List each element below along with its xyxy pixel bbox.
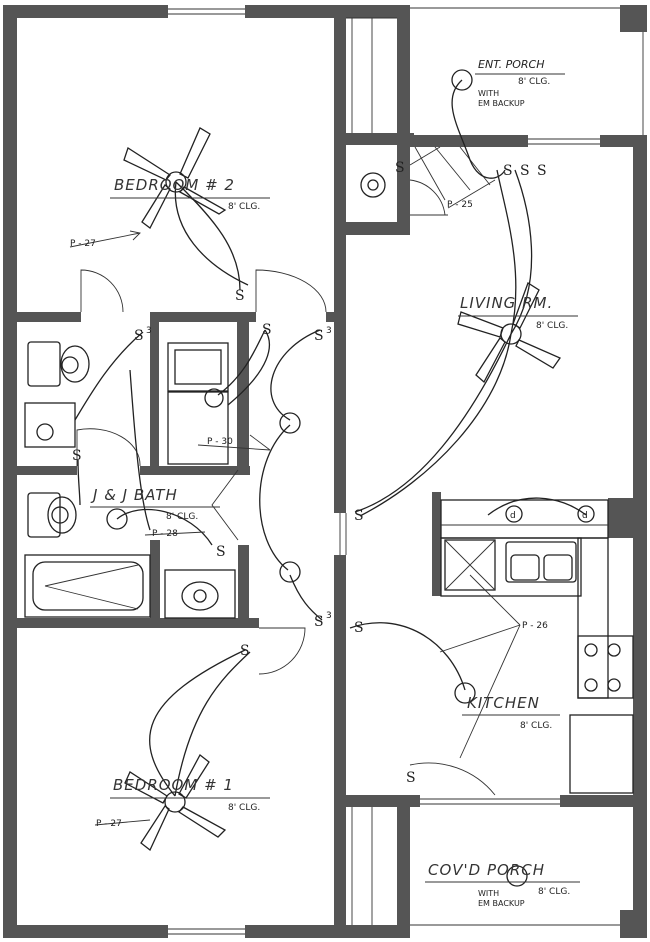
- svg-text:3: 3: [326, 326, 332, 336]
- kitchen-fixtures: [440, 499, 634, 794]
- bath-fixtures: [24, 341, 236, 619]
- circuit-tag-p25: P - 25: [447, 200, 473, 210]
- room-name-kitchen: KITCHEN: [467, 694, 540, 712]
- switch-cov-porch: S: [406, 770, 416, 786]
- switch-hall-low: S: [314, 614, 324, 630]
- clg-bedroom2: 8' CLG.: [228, 202, 260, 212]
- outlets: d d: [505, 505, 595, 523]
- room-labels: BEDROOM # 2 8' CLG. LIVING RM. 8' CLG. J…: [90, 58, 580, 908]
- cov-porch-note1: WITH: [478, 889, 499, 898]
- exhaust-fan-2-icon: [51, 506, 69, 524]
- switch-living-door: S: [354, 508, 364, 524]
- hall-light-2-icon: [279, 561, 301, 583]
- switch-bath-top: S: [134, 328, 144, 344]
- circuit-tag-p30: P - 30: [207, 437, 233, 447]
- outlet-label: d: [510, 511, 516, 521]
- room-name-bedroom1: BEDROOM # 1: [113, 776, 234, 794]
- bath-light-icon: [106, 508, 128, 530]
- switch-liv-2: S: [520, 163, 530, 179]
- circuit-tags: P - 27 P - 25 P - 30 P - 28 P - 26 P - 2…: [70, 200, 548, 829]
- circuit-tag-p27-bedroom2: P - 27: [70, 239, 96, 249]
- homeruns: [69, 179, 521, 826]
- clg-bath: 8' CLG.: [166, 512, 198, 522]
- switch-kitchen: S: [354, 620, 364, 636]
- steps: [409, 146, 491, 201]
- ceiling-fan-bedroom1: [124, 754, 227, 852]
- wiring: [74, 79, 587, 797]
- clg-ent-porch: 8' CLG.: [518, 77, 550, 87]
- lav-icon: [193, 589, 207, 603]
- circuit-tag-p27-bedroom1: P - 27: [96, 819, 122, 829]
- ent-porch-light-icon: [451, 69, 473, 91]
- clg-cov-porch: 8' CLG.: [538, 887, 570, 897]
- windows: [168, 7, 644, 935]
- switch-br2: S: [235, 288, 245, 304]
- ent-porch-note2: EM BACKUP: [478, 99, 525, 108]
- room-name-bedroom2: BEDROOM # 2: [114, 176, 235, 194]
- switches: S S S S S S 3 S 3 S S S 3 S S S S S: [72, 160, 547, 786]
- switch-liv-1: S: [503, 163, 513, 179]
- switch-ent: S: [395, 160, 405, 176]
- switch-hall-top: S: [314, 328, 324, 344]
- ent-porch-note1: WITH: [478, 89, 499, 98]
- walls: [3, 5, 647, 938]
- switch-laundry: S: [262, 322, 272, 338]
- switch-br1: S: [240, 643, 250, 659]
- room-name-ent-porch: ENT. PORCH: [478, 58, 544, 71]
- svg-text:3: 3: [326, 611, 332, 621]
- switch-liv-3: S: [537, 163, 547, 179]
- switch-bath-low: S: [216, 544, 226, 560]
- room-name-living: LIVING RM.: [460, 294, 553, 312]
- svg-text:3: 3: [146, 326, 152, 336]
- room-name-cov-porch: COV'D PORCH: [428, 861, 545, 879]
- light-fixtures: [51, 69, 528, 887]
- hall-light-icon: [279, 412, 301, 434]
- room-name-bath: J & J BATH: [90, 486, 178, 504]
- exhaust-fan-icon: [61, 356, 79, 374]
- cov-porch-note2: EM BACKUP: [478, 899, 525, 908]
- circuit-tag-p28: P - 28: [152, 529, 178, 539]
- clg-bedroom1: 8' CLG.: [228, 803, 260, 813]
- kitchen-light-icon: [454, 682, 476, 704]
- outlet-label-2: d: [582, 511, 588, 521]
- ceiling-fan-bedroom2: [123, 127, 227, 229]
- doors: [76, 179, 496, 796]
- clg-kitchen: 8' CLG.: [520, 721, 552, 731]
- stair-light-icon: [360, 172, 386, 198]
- switch-bath-mid: S: [72, 448, 82, 464]
- clg-living: 8' CLG.: [536, 321, 568, 331]
- circuit-tag-p26: P - 26: [522, 621, 548, 631]
- cov-porch-light-icon: [506, 865, 528, 887]
- ceiling-fan-living: [457, 282, 561, 384]
- laundry-light-icon: [204, 388, 224, 408]
